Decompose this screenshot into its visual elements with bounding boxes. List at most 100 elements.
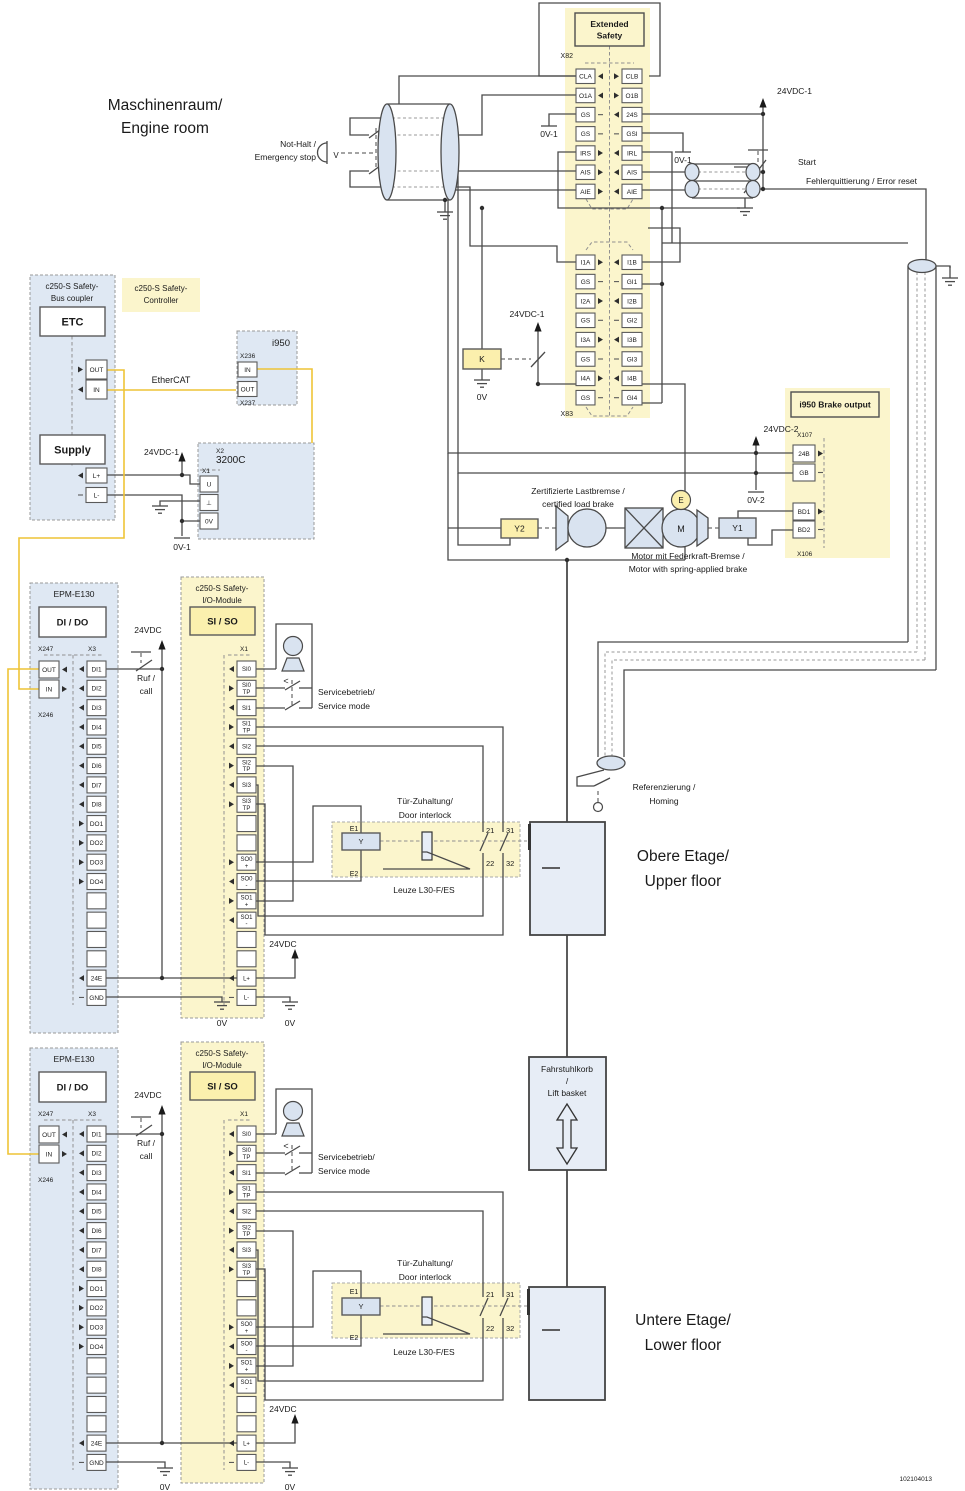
epm2-io-terminal-DI7 (86, 1241, 107, 1259)
label-motor-lbl: Motor mit Federkraft-Bremse /Motor with … (629, 551, 748, 574)
x82-left-terminal-label: AIS (580, 170, 591, 177)
arrow-right-icon (614, 92, 619, 99)
epm2-io-terminal-blank-15 (86, 1415, 107, 1433)
arrow-right-icon (229, 1227, 234, 1234)
label-ov-si2: 0V (285, 1482, 296, 1491)
arrow-right-icon (229, 1150, 234, 1157)
epm1-bus-terminal-OUT (38, 660, 60, 679)
epm2-io-terminal-24E (86, 1434, 107, 1452)
arrow-left-icon (79, 685, 84, 692)
si1-io-terminal-SI0 (236, 660, 257, 678)
x83-left-terminal-I4A (575, 370, 596, 387)
epm2-io-terminal-label: DI3 (91, 1170, 102, 1177)
x83-right-terminal-I1B (621, 254, 643, 271)
arrow-right-icon (79, 878, 84, 885)
i950-bus-terminal-OUT (237, 380, 258, 398)
epm1-io-terminal-DI1 (86, 660, 107, 678)
cable-end-icon (440, 103, 460, 201)
si1-io-terminal-SO0+ (236, 853, 257, 871)
interlock-magnet-1-label: Y (358, 837, 363, 846)
epm2-io-terminal-DO2 (86, 1299, 107, 1317)
arrow-right-icon (229, 801, 234, 808)
valve-y1 (718, 517, 757, 539)
si1-io-terminal-L- (236, 988, 257, 1006)
operator-icon (282, 635, 304, 657)
label-ov-epm2: 0V (160, 1482, 171, 1491)
si2-io-terminal-blank-15 (236, 1415, 257, 1433)
label-x83: X83 (561, 411, 574, 418)
label-tuer1: Tür-Zuhaltung/Door interlock (397, 796, 453, 820)
x82-right-terminal-label: AIE (627, 189, 638, 196)
si1-io-terminal-SI2 (236, 737, 257, 755)
si2-io-terminal-L+ (236, 1434, 257, 1452)
brake-output-header (790, 391, 880, 418)
x83-left-terminal-label: GS (581, 318, 591, 325)
epm1-io-terminal-label: DO4 (90, 879, 104, 886)
epm1-io-terminal-label: GND (89, 995, 104, 1002)
arrow-left-icon (598, 73, 603, 80)
arrow-left-icon (614, 150, 619, 157)
si2-io-terminal-label: SO1- (240, 1380, 253, 1393)
label-vdc1-k: 24VDC-1 (510, 309, 545, 319)
epm2-io-terminal-label: DI1 (91, 1131, 102, 1138)
relay-k-label: K (479, 354, 485, 364)
arrow-left-icon (79, 1131, 84, 1137)
label-e1-1: E1 (350, 826, 359, 833)
epm2-io-terminal-DI6 (86, 1222, 107, 1240)
label-ov-k: 0V (477, 392, 488, 402)
x83-left-terminal-label: I3A (581, 337, 591, 344)
brake-terminals-terminal-label: 24B (798, 451, 810, 458)
label-tuer2: Tür-Zuhaltung/Door interlock (397, 1258, 453, 1282)
x83-left-terminal-GS (575, 273, 596, 290)
brake-pad-icon (555, 504, 569, 552)
epm1-io-terminal-blank-12 (86, 892, 107, 910)
x82-right-terminal-label: CLB (626, 74, 639, 81)
arrow-left-icon (79, 975, 84, 982)
cable-end-icon (745, 179, 761, 199)
arrow-right-icon (229, 685, 234, 692)
si2-io-terminal-label: SO0- (240, 1341, 253, 1354)
arrow-left-icon (614, 169, 619, 176)
x82-left-terminal-label: CLA (579, 74, 592, 81)
x82-left-terminal-O1A (575, 87, 596, 104)
epm2-io-terminal-DO3 (86, 1318, 107, 1336)
si1-io-terminal-label: SI2 (242, 744, 252, 750)
x83-right-terminal-label: I2B (627, 298, 637, 305)
x83-right-terminal-label: I4B (627, 376, 637, 383)
x82-right-terminal-label: 24S (626, 112, 638, 119)
door-hinge-icon (528, 824, 531, 850)
si1-io-terminal-label: SO0- (240, 876, 253, 889)
interlock-magnet-2-label: Y (358, 1302, 363, 1311)
si2-io-terminal-label: SI0 (242, 1132, 252, 1138)
si2-io-terminal-SI0 (236, 1125, 257, 1143)
label-t22-2: 22 (486, 1324, 494, 1333)
label-vdc-epm1: 24VDC (134, 625, 161, 635)
i950-bus-terminal-label: OUT (241, 386, 255, 393)
epm1-bus-terminal-IN (38, 679, 60, 699)
epm2-io-terminal-label: DI8 (91, 1267, 102, 1274)
epm1-io-terminal-DI8 (86, 795, 107, 813)
x82-left-terminal-AIS (575, 164, 596, 181)
epm1-io-terminal-GND (86, 988, 107, 1006)
label-encoder-e: E (678, 496, 683, 505)
epm1-io-terminal-label: DI6 (91, 763, 102, 770)
arrow-left-icon (62, 1131, 67, 1138)
arrow-left-icon (229, 666, 234, 672)
dido-header-1 (38, 606, 107, 638)
epm1-io-terminal-DI5 (86, 737, 107, 755)
arrow-left-icon (78, 386, 83, 393)
cable-end-icon (907, 258, 937, 274)
epm1-bus-terminal-label: OUT (42, 667, 56, 674)
interlock-bolt-icon (421, 831, 433, 861)
epm2-io-terminal-label: DI4 (91, 1189, 102, 1196)
si1-io-terminal-SO1- (236, 911, 257, 929)
arrow-left-icon (79, 723, 84, 730)
epm2-io-terminal-GND (86, 1453, 107, 1471)
label-t21-1: 21 (486, 826, 494, 835)
x82-left-terminal-label: GS (581, 112, 591, 119)
x82-right-terminal-AIS (621, 164, 643, 181)
label-untere: Untere Etage/Lower floor (635, 1312, 731, 1354)
